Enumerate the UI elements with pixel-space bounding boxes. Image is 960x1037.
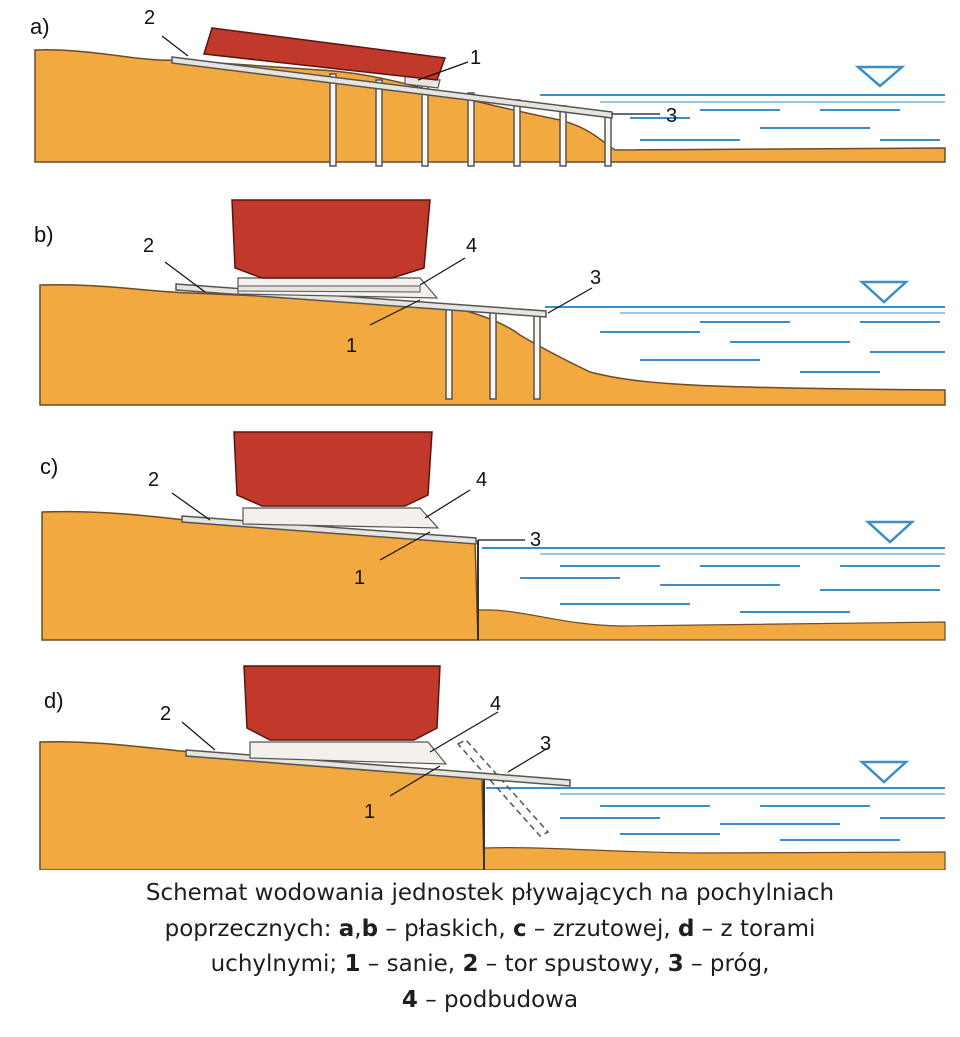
- panel-d: d) 2 4 1 3: [39, 665, 946, 870]
- caption-text: – z torami: [694, 915, 816, 942]
- callout-3-c: 3: [530, 529, 541, 551]
- ground-c: [41, 510, 479, 641]
- substructure-d: [249, 741, 448, 765]
- caption-text: ,: [354, 915, 362, 942]
- panel-b: b) 2 4 1 3: [34, 199, 946, 406]
- panel-a: a) 2 1 3: [30, 7, 946, 167]
- caption-key-b: b: [361, 915, 379, 942]
- caption-line-1: Schemat wodowania jednostek pływających …: [60, 876, 920, 912]
- seabed-d: [483, 846, 946, 870]
- callout-3-b: 3: [590, 267, 601, 289]
- substructure-c: [242, 507, 440, 529]
- callout-4-c: 4: [476, 469, 487, 491]
- callout-2-b: 2: [143, 235, 154, 257]
- caption-key-d: d: [677, 915, 695, 942]
- panel-c: c) 2 4 1 3: [40, 431, 946, 641]
- ground-a: [34, 49, 946, 163]
- water-level-marker-d: [858, 760, 910, 784]
- caption-line-3: uchylnymi; 1 – sanie, 2 – tor spustowy, …: [60, 947, 920, 983]
- callout-4-d: 4: [490, 693, 501, 715]
- seabed-c: [477, 609, 946, 641]
- callout-2-c: 2: [148, 469, 159, 491]
- caption-key-1: 1: [344, 951, 361, 978]
- tilting-track-d: [456, 739, 550, 837]
- panel-label-d: d): [44, 688, 64, 713]
- caption-text: Schemat wodowania jednostek pływających …: [145, 880, 835, 906]
- caption-text: – płaskich,: [378, 915, 513, 942]
- caption-key-4: 4: [401, 986, 418, 1013]
- water-a: [540, 94, 945, 141]
- water-b: [545, 306, 945, 373]
- caption-key-c: c: [512, 915, 527, 942]
- callout-1-d: 1: [364, 801, 375, 823]
- water-d: [486, 787, 945, 841]
- water-level-marker-c: [864, 520, 916, 544]
- hull-b: [231, 199, 431, 279]
- callout-1-b: 1: [346, 335, 357, 357]
- callout-2-d: 2: [160, 703, 171, 725]
- figure-caption: Schemat wodowania jednostek pływających …: [60, 876, 920, 1019]
- caption-key-a: a: [338, 915, 355, 942]
- hull-d: [243, 665, 441, 741]
- caption-text: – zrzutowej,: [526, 915, 678, 942]
- caption-text: – podbudowa: [417, 986, 579, 1013]
- launching-diagram: a) 2 1 3 b) 2: [30, 7, 946, 870]
- callout-3-a: 3: [666, 105, 677, 127]
- hull-c: [233, 431, 433, 507]
- caption-line-2: poprzecznych: a,b – płaskich, c – zrzuto…: [60, 912, 920, 948]
- launch-track-a: [171, 56, 613, 119]
- callout-1-a: 1: [470, 47, 481, 69]
- caption-text: – próg,: [683, 951, 770, 978]
- caption-text: – tor spustowy,: [478, 951, 668, 978]
- callout-4-b: 4: [466, 235, 477, 257]
- caption-text: uchylnymi;: [210, 951, 345, 978]
- panel-label-a: a): [30, 14, 50, 39]
- water-level-marker-b: [858, 280, 910, 304]
- panel-label-b: b): [34, 222, 54, 247]
- caption-text: poprzecznych:: [164, 915, 339, 942]
- hull-a: [203, 27, 447, 81]
- panel-label-c: c): [40, 454, 58, 479]
- caption-key-3: 3: [667, 951, 684, 978]
- sledge-b: [237, 285, 421, 293]
- caption-text: – sanie,: [360, 951, 463, 978]
- caption-line-4: 4 – podbudowa: [60, 983, 920, 1019]
- caption-key-2: 2: [462, 951, 479, 978]
- water-level-marker-a: [854, 65, 906, 88]
- callout-3-d: 3: [540, 733, 551, 755]
- water-c: [482, 547, 945, 613]
- callout-1-c: 1: [354, 567, 365, 589]
- callout-2-a: 2: [144, 7, 155, 29]
